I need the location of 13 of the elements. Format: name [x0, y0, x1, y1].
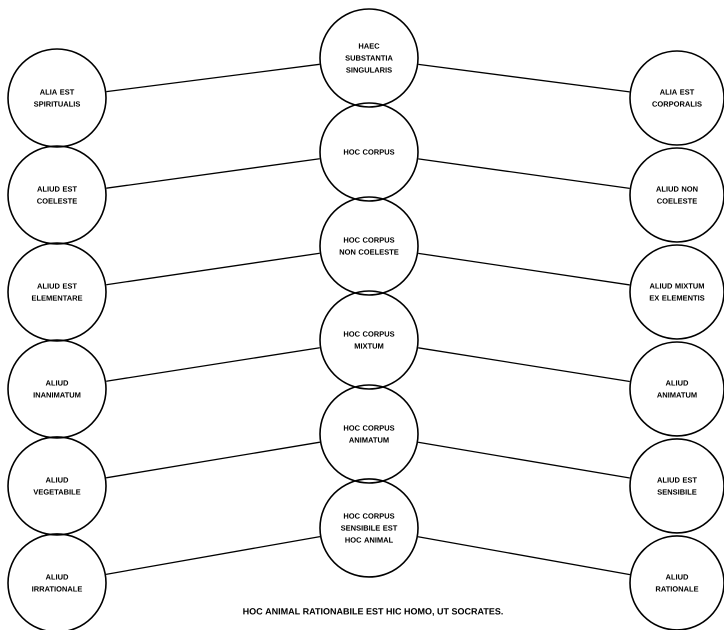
connector-line — [418, 64, 630, 92]
caption: HOC ANIMAL RATIONABILE EST HIC HOMO, UT SOCRATES. — [243, 608, 503, 616]
connector-line — [418, 252, 630, 286]
connector-line — [418, 536, 630, 576]
connector-line — [418, 347, 630, 382]
connector-line — [106, 536, 320, 575]
connector-line — [418, 442, 630, 479]
connector-line — [418, 158, 630, 190]
connector-line — [106, 347, 320, 382]
connector-line — [106, 158, 320, 189]
connector-line — [106, 252, 320, 286]
connector-line — [106, 64, 320, 92]
connector-line — [106, 442, 320, 478]
